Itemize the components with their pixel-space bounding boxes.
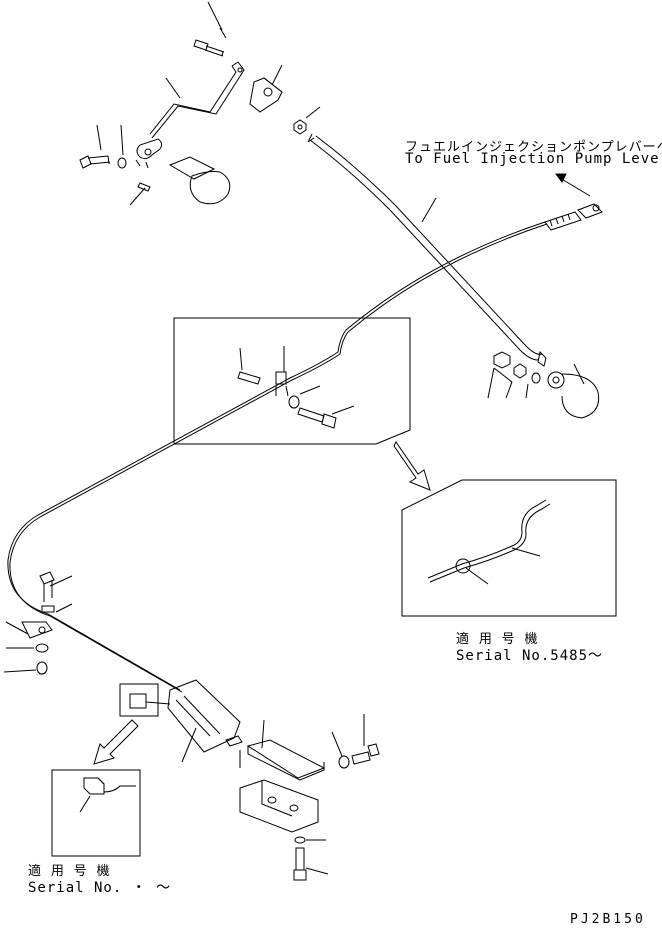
drawing-code: PJ2B150 xyxy=(570,912,646,927)
fuel-pump-label-en: To Fuel Injection Pump Lever xyxy=(405,151,662,167)
bottom-left-detail-box xyxy=(51,769,141,857)
actuator-assembly xyxy=(93,679,380,881)
control-rod xyxy=(307,133,547,367)
right-detail-box xyxy=(401,479,617,617)
detail-arrow xyxy=(393,441,431,491)
serial-left-en: Serial No. ・ ～ xyxy=(28,880,172,896)
serial-right-en: Serial No.5485～ xyxy=(456,648,604,664)
fuel-pump-label-jp: フュエルインジェクションポンプレバーへ xyxy=(405,140,662,155)
left-clip-parts xyxy=(3,571,73,675)
center-detail-box xyxy=(173,317,411,445)
serial-left-jp: 適 用 号 機 xyxy=(28,864,111,879)
ball-joint-parts xyxy=(487,351,600,419)
throttle-cable xyxy=(7,173,603,693)
serial-right-jp: 適 用 号 機 xyxy=(456,632,539,647)
lever-assembly xyxy=(79,1,321,206)
